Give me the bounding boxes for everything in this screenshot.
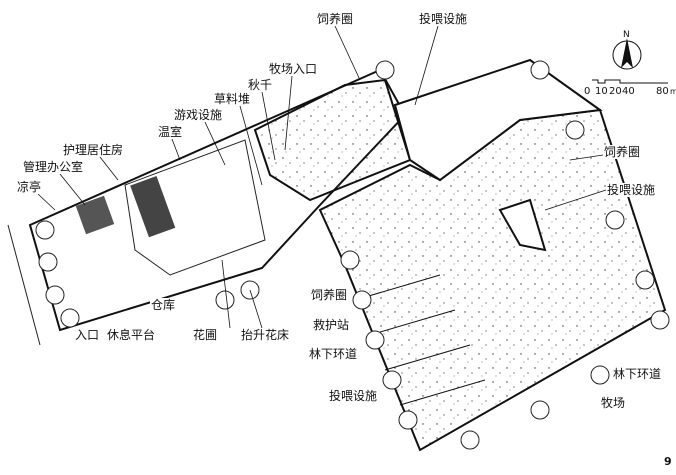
label-raised-flower-bed: 抬升花床 (240, 328, 291, 342)
label-flower-nursery: 花圃 (192, 328, 219, 342)
greenhouse-block (130, 176, 176, 238)
label-entrance: 入口 (74, 328, 101, 342)
scale-unit: m (670, 87, 676, 96)
label-care-housing: 护理居住房 (62, 143, 125, 157)
trees (35, 60, 670, 450)
scale-tick: 10 (595, 86, 608, 97)
admin-block (75, 195, 115, 235)
label-greenhouse: 温室 (157, 125, 184, 139)
label-feeding-facility: 投喂设施 (606, 183, 657, 197)
label-feeding-pen: 饲养圈 (316, 12, 355, 26)
scale-tick: 80 (656, 86, 669, 97)
scale-tick: 40 (622, 86, 635, 97)
label-feeding-pen: 饲养圈 (603, 145, 642, 159)
scale-bar (592, 79, 668, 84)
fence (369, 309, 456, 336)
compass-needle (621, 38, 633, 68)
scale-tick: 0 (584, 86, 591, 97)
road-edge (7, 224, 41, 346)
page-number: 9 (664, 455, 672, 468)
label-swing: 秋千 (247, 78, 274, 92)
fence (384, 344, 471, 371)
label-pavilion: 凉亭 (16, 180, 43, 194)
label-feeding-facility: 投喂设施 (418, 12, 469, 26)
compass-north-label: N (623, 30, 630, 40)
fence (399, 379, 486, 406)
label-play-facility: 游戏设施 (173, 108, 224, 122)
label-pasture-entrance: 牧场入口 (268, 62, 319, 76)
label-forest-loop: 林下环道 (308, 347, 359, 361)
scale-tick: 20 (609, 86, 622, 97)
label-forest-loop: 林下环道 (612, 367, 663, 381)
feeding-facility-right (498, 198, 547, 252)
label-rescue-station: 救护站 (312, 318, 351, 332)
label-admin-office: 管理办公室 (22, 160, 85, 174)
feeding-yard (393, 58, 603, 182)
label-feeding-facility: 投喂设施 (328, 389, 379, 403)
label-rest-platform: 休息平台 (106, 328, 157, 342)
label-warehouse: 仓库 (150, 298, 177, 312)
label-pasture: 牧场 (600, 396, 627, 410)
label-feeding-pen: 饲养圈 (310, 288, 349, 302)
garden-area (124, 139, 266, 276)
label-hay-pile: 草料堆 (213, 92, 252, 106)
leader-lines (37, 25, 607, 329)
